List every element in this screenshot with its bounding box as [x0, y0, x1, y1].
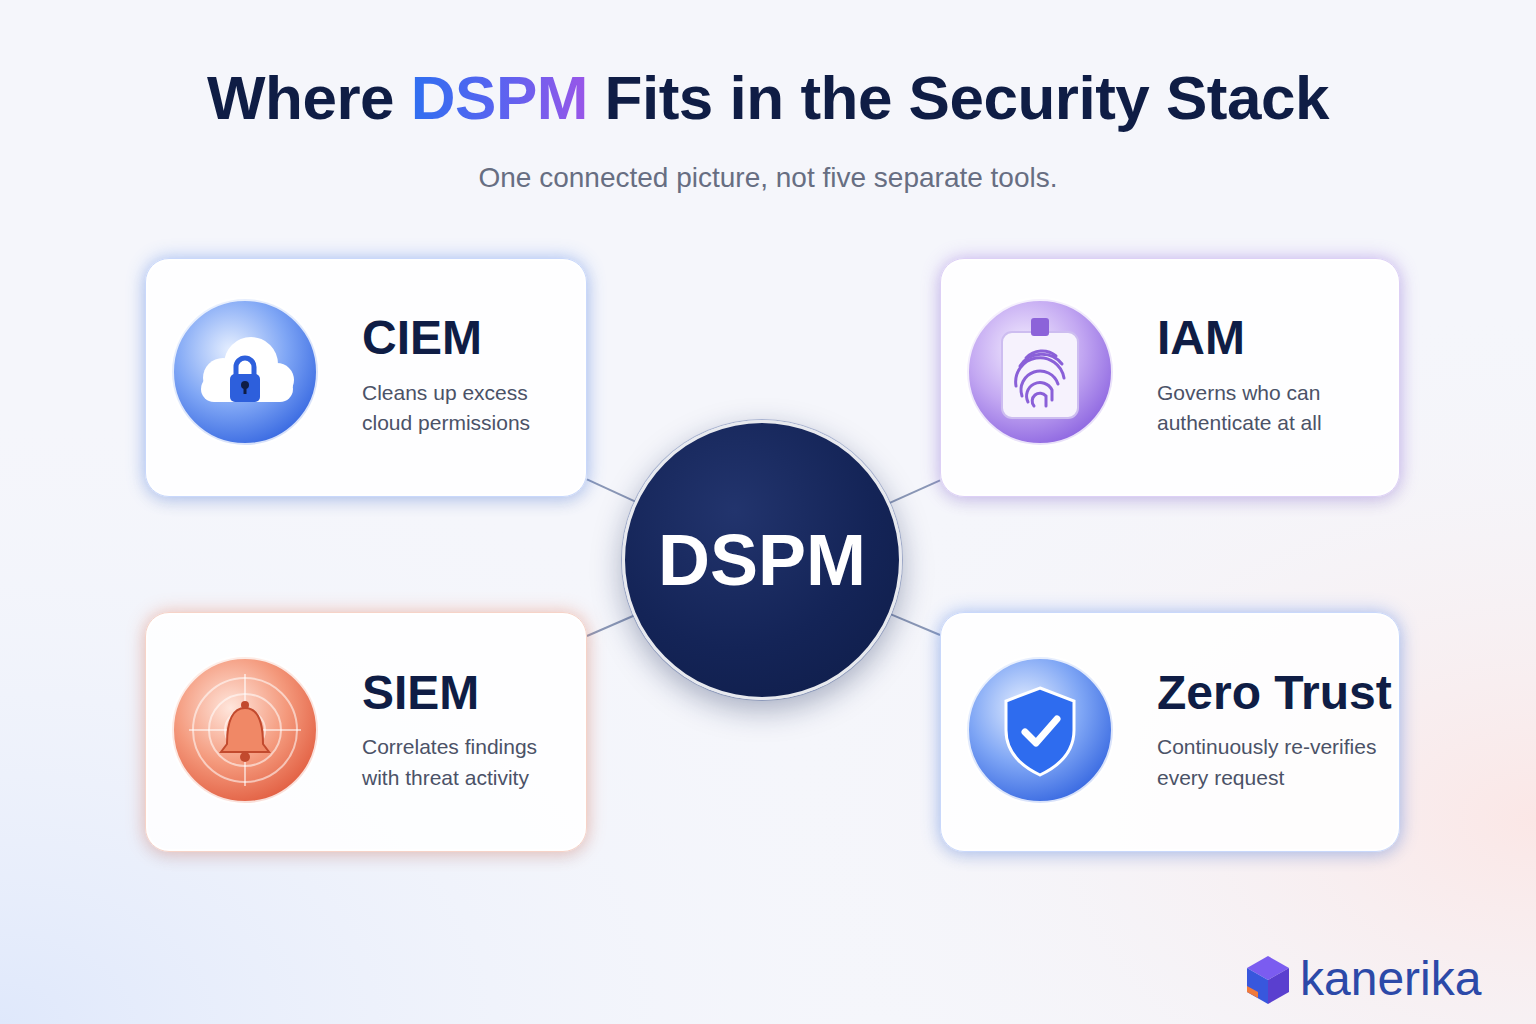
title-segment: Fits in the Security Stack [588, 63, 1329, 132]
icon-disc [172, 299, 318, 445]
fingerprint-ridge [1026, 351, 1056, 358]
connector-line [587, 616, 634, 636]
diagram-caption: One connected picture, not five separate… [0, 162, 1536, 194]
radar-grid [189, 674, 301, 786]
cloud-shape [203, 358, 243, 398]
radar-ring [225, 710, 265, 750]
cloud-shape [201, 376, 293, 402]
node-heading: CIEM [362, 310, 578, 365]
radar-bell-icon [172, 657, 318, 803]
icon-disc [967, 657, 1113, 803]
badge-fingerprint-icon [967, 299, 1113, 445]
radar-ring [193, 678, 297, 782]
hub-circle: DSPM [622, 420, 902, 700]
fingerprint [1016, 351, 1064, 406]
node-heading: DSPM [658, 519, 866, 601]
fingerprint-ridge [1020, 354, 1062, 366]
radar-axis [189, 729, 301, 731]
check-mark [1025, 719, 1057, 743]
connector-line [891, 614, 940, 635]
radar-ring [209, 694, 281, 766]
badge-clip [1031, 318, 1049, 336]
badge-card [1002, 332, 1078, 418]
radar-axis [244, 674, 246, 786]
logo-accent [1247, 986, 1258, 998]
tool-card: SIEM Correlates findings with threat acti… [145, 612, 587, 852]
fingerprint-ridge [1032, 393, 1046, 406]
node-description: Continuously re-verifies every request [1157, 732, 1391, 793]
node-heading: Zero Trust [1157, 665, 1391, 720]
logo-face [1247, 956, 1289, 980]
logo-face [1268, 968, 1289, 1004]
lock-body [230, 374, 260, 402]
node-description: Cleans up excess cloud permissions [362, 378, 578, 439]
title-segment: DSPM [411, 63, 588, 132]
connector-line [890, 480, 940, 502]
tool-card: IAM Governs who can authenticate at all [940, 258, 1400, 497]
node-description: Governs who can authenticate at all [1157, 378, 1391, 439]
shield [1006, 688, 1074, 775]
node-heading: IAM [1157, 310, 1391, 365]
shield-check-icon [967, 657, 1113, 803]
bell-clapper [240, 752, 250, 762]
icon-disc [172, 657, 318, 803]
bell-top [241, 701, 249, 709]
node-description: Correlates findings with threat activity [362, 732, 578, 793]
diagram-title: Where DSPM Fits in the Security Stack [0, 62, 1536, 133]
lock-keyhole [244, 386, 247, 394]
fingerprint-ridge [1027, 383, 1052, 402]
brand-wordmark: kanerika [1300, 951, 1481, 1006]
tool-card: Zero TrustContinuously re-verifies every… [940, 612, 1400, 852]
cloud-shape [260, 363, 294, 397]
icon-disc [967, 299, 1113, 445]
node-heading: SIEM [362, 665, 578, 720]
logo-mark [1247, 956, 1289, 1004]
lock-shackle [236, 358, 254, 376]
fingerprint-ridge [1016, 358, 1064, 386]
cloud-lock-icon [172, 299, 318, 445]
fingerprint-ridge [1021, 371, 1058, 396]
connector-line [587, 479, 635, 501]
lock-keyhole [241, 381, 249, 389]
bell-body [221, 708, 269, 752]
tool-card: CIEM Cleans up excess cloud permissions [145, 258, 587, 497]
title-segment: Where [207, 63, 411, 132]
cloud-shape [224, 337, 278, 391]
logo-face [1247, 968, 1268, 1004]
